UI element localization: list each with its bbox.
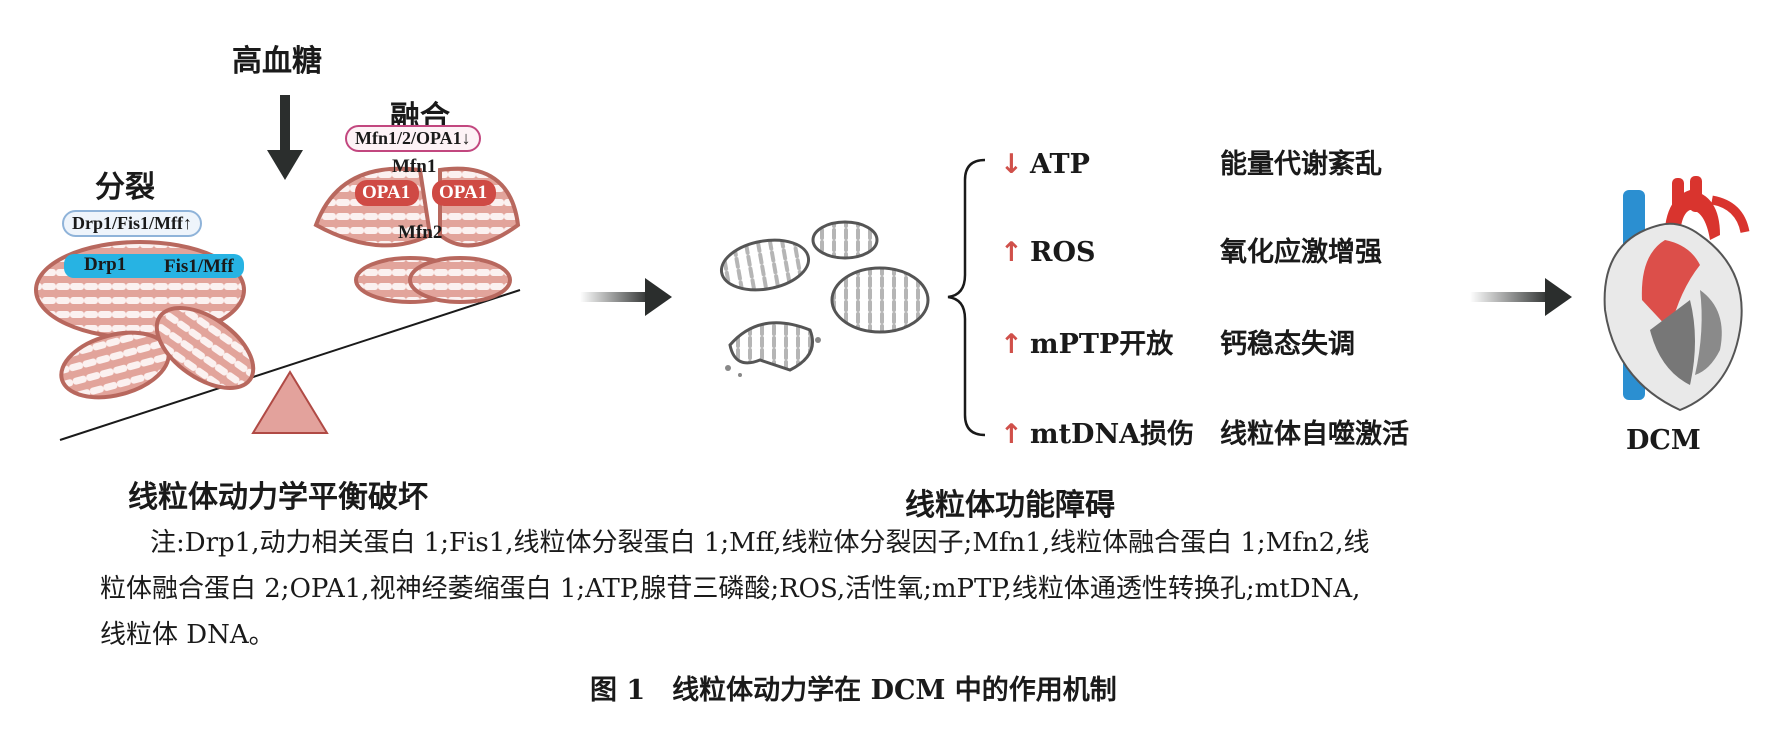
fission-label-fis1-mff: Fis1/Mff (164, 256, 234, 277)
fission-title: 分裂 (95, 170, 155, 205)
note-line-1: 注:Drp1,动力相关蛋白 1;Fis1,线粒体分裂蛋白 1;Mff,线粒体分裂… (150, 528, 1370, 558)
effect-consequence: 线粒体自噬激活 (1220, 419, 1409, 450)
effect-row: ↑mPTP开放 钙稳态失调 (1000, 322, 1355, 361)
damaged-mitochondria (719, 220, 930, 377)
figure-caption: 图 1 线粒体动力学在 DCM 中的作用机制 (590, 675, 1117, 706)
effect-arrow: ↓ (1000, 149, 1023, 180)
fusion-label-opa1-right: OPA1 (439, 182, 488, 203)
effect-arrow: ↑ (1000, 237, 1023, 268)
effect-marker: mtDNA损伤 (1030, 419, 1195, 450)
fusion-mitochondria (313, 166, 521, 304)
balance-fulcrum (251, 370, 329, 434)
fission-mitochondria (34, 240, 256, 400)
hyperglycemia-arrow (267, 95, 303, 180)
fusion-label-opa1-left: OPA1 (362, 182, 411, 203)
effect-row: ↑mtDNA损伤线粒体自噬激活 (1000, 412, 1409, 451)
effect-marker: ATP (1030, 149, 1090, 180)
fission-proteins-badge: Drp1/Fis1/Mff↑ (62, 210, 202, 237)
trigger-label: 高血糖 (232, 44, 322, 79)
left-panel-caption: 线粒体动力学平衡破坏 (128, 480, 428, 515)
dcm-label: DCM (1626, 425, 1701, 456)
effect-row: ↑ROS 氧化应激增强 (1000, 230, 1382, 269)
arrow-to-dysfunction (580, 278, 672, 316)
effect-consequence: 能量代谢紊乱 (1220, 149, 1382, 180)
effect-arrow: ↑ (1000, 329, 1023, 360)
effect-marker: mPTP开放 (1030, 329, 1174, 360)
heart-illustration (1603, 176, 1750, 412)
effect-consequence: 钙稳态失调 (1220, 329, 1355, 360)
effect-arrow: ↑ (1000, 419, 1023, 450)
effect-consequence: 氧化应激增强 (1220, 237, 1382, 268)
effect-marker: ROS (1030, 237, 1096, 268)
fusion-label-mfn1: Mfn1 (392, 156, 437, 177)
note-line-3: 线粒体 DNA。 (100, 620, 275, 650)
middle-panel-caption: 线粒体功能障碍 (905, 488, 1115, 523)
note-line-2: 粒体融合蛋白 2;OPA1,视神经萎缩蛋白 1;ATP,腺苷三磷酸;ROS,活性… (100, 574, 1361, 604)
fusion-label-mfn2: Mfn2 (398, 222, 443, 243)
fusion-proteins-badge: Mfn1/2/OPA1↓ (345, 125, 481, 152)
fission-label-drp1: Drp1 (84, 254, 127, 275)
effects-brace (947, 158, 986, 437)
arrow-to-dcm (1470, 278, 1572, 316)
balance-beam (59, 289, 521, 441)
effect-row: ↓ATP 能量代谢紊乱 (1000, 142, 1382, 181)
